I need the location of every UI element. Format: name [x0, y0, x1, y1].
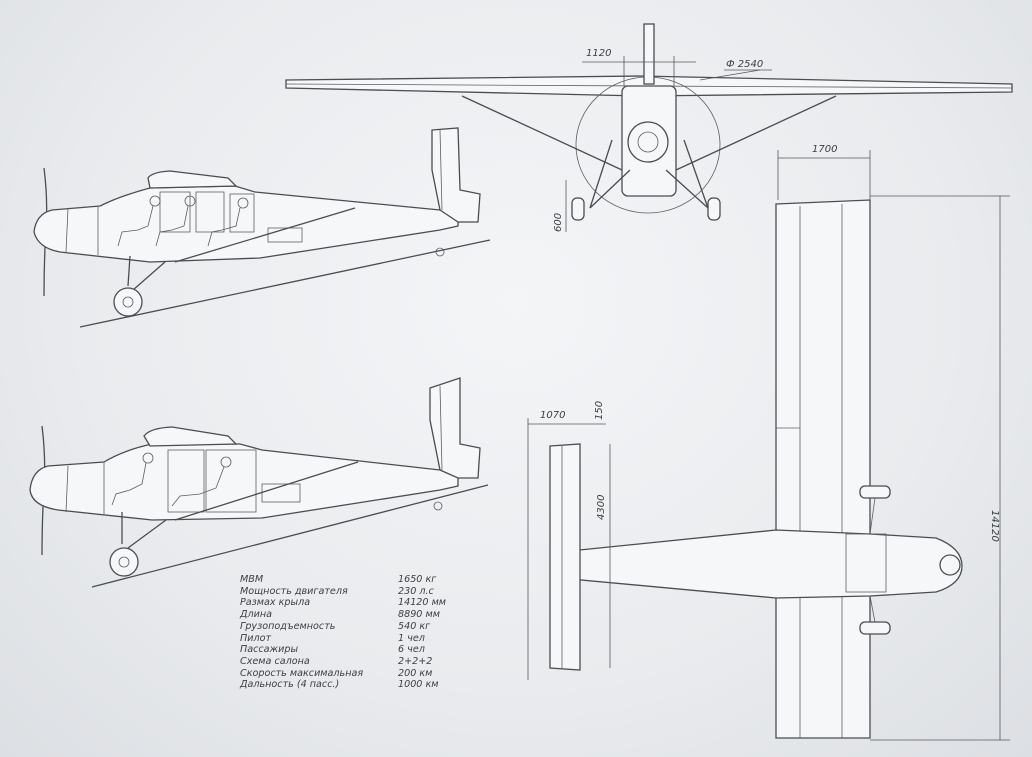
dim-leader-prop — [699, 69, 761, 81]
spec-row: Длина 8890 мм — [240, 609, 450, 621]
spec-value: 8890 мм — [398, 609, 440, 621]
spec-row: МВМ 1650 кг — [240, 574, 450, 586]
gear-right — [665, 169, 709, 209]
spec-row: Грузоподъемность 540 кг — [240, 621, 450, 633]
strut-left — [461, 95, 623, 171]
spec-label: Грузоподъемность — [240, 620, 336, 632]
fuselage-top — [559, 529, 963, 599]
cowl-line — [65, 207, 69, 253]
spec-value: 540 кг — [398, 620, 431, 632]
spec-row: Схема салона 2+2+2 — [240, 656, 450, 668]
spec-row: Дальность (4 пасс.) 1000 км — [240, 679, 450, 691]
side-view-upper — [33, 127, 491, 328]
dim-label-gear: 600 — [553, 213, 564, 232]
ground-line-upper — [79, 239, 491, 328]
spec-label: Дальность (4 пасс.) — [240, 679, 340, 691]
spec-label: Пилот — [240, 632, 272, 644]
spec-label: Мощность двигателя — [240, 585, 348, 597]
wing-profile-lower — [143, 426, 238, 447]
top-view: 1700 14120 1070 150 4300 — [527, 144, 1010, 741]
passenger-figures — [117, 195, 249, 247]
wheel-top-2 — [859, 621, 891, 635]
spec-row: Пилот 1 чел — [240, 633, 450, 645]
cabin-door-window — [267, 227, 303, 243]
rudder-line-lower — [439, 385, 443, 471]
ground-line-lower — [91, 484, 489, 588]
cowl-line-lower — [65, 465, 69, 513]
spec-row: Размах крыла 14120 мм — [240, 597, 450, 609]
dim-label-prop: Ф 2540 — [726, 59, 763, 70]
spec-label: Длина — [240, 609, 273, 621]
gear-leg-front — [127, 255, 131, 287]
window-3 — [229, 193, 255, 233]
wheel-top-1 — [859, 485, 891, 499]
wheel-hub-lower — [118, 556, 130, 568]
spinner-top — [939, 554, 961, 576]
main-wheel-lower — [109, 547, 139, 577]
wheel-front-right — [707, 197, 721, 221]
wing-profile-upper — [147, 170, 238, 189]
gear-right-strut — [683, 139, 709, 209]
front-view: 1120 Ф 2540 600 — [285, 23, 1013, 232]
wheel-hub-upper — [122, 296, 134, 308]
wing-top — [775, 199, 871, 739]
dim-label-tail-offset: 150 — [594, 401, 605, 420]
spec-value: 1000 км — [398, 679, 439, 691]
spec-row: Скорость максимальная 200 км — [240, 668, 450, 680]
tail-wheel-upper — [435, 247, 445, 257]
cowling-front — [627, 121, 669, 163]
passenger-figures-lower — [111, 452, 232, 507]
main-wheel-upper — [113, 287, 143, 317]
dim-label-tail-chord: 1070 — [540, 410, 565, 421]
spec-label: Пассажиры — [240, 644, 299, 656]
spec-value: 1 чел — [398, 632, 425, 644]
rudder-line — [439, 129, 443, 211]
spec-value: 6 чел — [398, 644, 425, 656]
gear-left — [589, 169, 631, 209]
spec-label: Схема салона — [240, 655, 310, 667]
strut-right — [675, 95, 837, 171]
fin-front — [643, 23, 655, 85]
spec-row: Пассажиры 6 чел — [240, 644, 450, 656]
window-1 — [159, 191, 191, 233]
window-lower-1 — [167, 449, 205, 513]
side-view-lower — [29, 377, 489, 588]
spec-label: Размах крыла — [240, 597, 311, 609]
tail-wheel-lower — [433, 501, 443, 511]
spec-label: МВМ — [240, 574, 264, 585]
dim-label-chord: 1700 — [812, 144, 837, 155]
gear-strut-lower — [127, 519, 167, 549]
vertical-tail-lower — [429, 377, 481, 479]
spec-value: 2+2+2 — [398, 655, 433, 667]
spinner-front — [637, 131, 659, 153]
window-2 — [195, 191, 225, 233]
cabin-top — [845, 533, 887, 593]
spec-label: Скорость максимальная — [240, 667, 364, 679]
window-lower-2 — [205, 449, 257, 513]
spec-value: 14120 мм — [398, 597, 447, 609]
spec-value: 200 км — [398, 667, 433, 679]
dim-label-span: 14120 — [989, 510, 1000, 542]
gear-top-2 — [869, 595, 876, 623]
gear-left-strut — [589, 139, 613, 209]
vertical-tail-upper — [431, 127, 481, 223]
wing-strut-upper — [174, 207, 356, 263]
wheel-front-left — [571, 197, 585, 221]
dim-label-nose: 1120 — [586, 48, 611, 59]
wing-strut-lower — [174, 461, 359, 521]
dim-label-tail-span: 4300 — [596, 495, 607, 520]
spec-row: Мощность двигателя 230 л.с — [240, 586, 450, 598]
gear-strut — [132, 261, 166, 291]
gear-top-1 — [869, 497, 876, 535]
horizontal-tail — [549, 443, 581, 671]
spec-value: 1650 кг — [398, 574, 437, 585]
spec-value: 230 л.с — [398, 585, 434, 597]
